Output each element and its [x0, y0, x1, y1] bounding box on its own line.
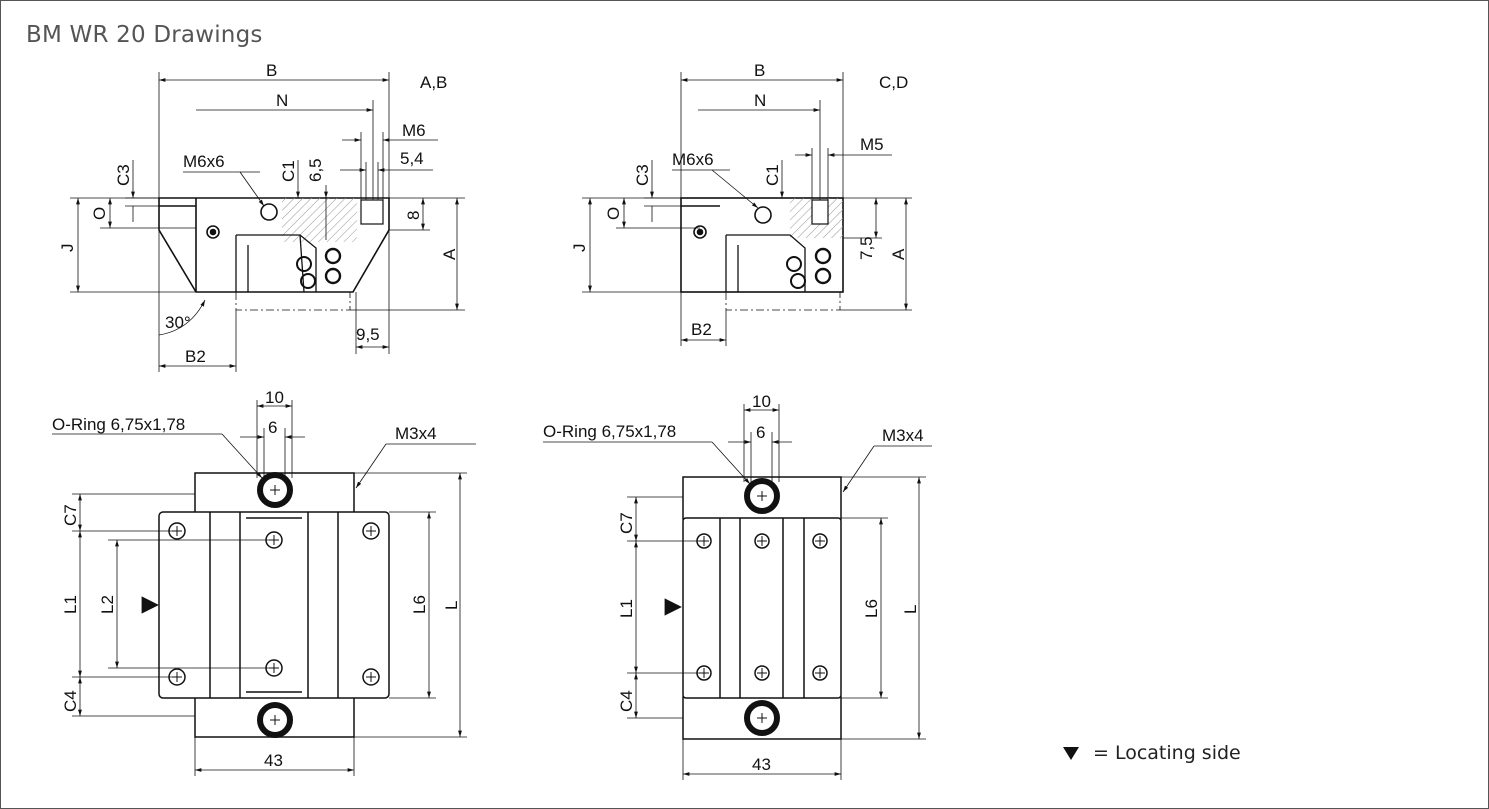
dim-label-43: 43 — [752, 755, 771, 774]
dim-label-c1: C1 — [763, 164, 782, 186]
dimensions-top-right — [582, 72, 912, 346]
dim-label-b2: B2 — [185, 347, 206, 366]
dim-label-c7: C7 — [617, 512, 636, 534]
thread-label-m6x6: M6x6 — [183, 152, 225, 171]
thread-label-m3x4: M3x4 — [882, 426, 924, 445]
dim-label-6: 6 — [756, 423, 765, 442]
dim-label-43: 43 — [264, 751, 283, 770]
view-top-left: B N A,B M6 5,4 M6x6 C1 6,5 C3 O J 8 A 30… — [58, 61, 465, 372]
dim-label-o: O — [90, 207, 109, 220]
variant-label: A,B — [420, 73, 447, 92]
view-bottom-right: 10 6 O-Ring 6,75x1,78 M3x4 C7 L1 C4 L6 L… — [543, 392, 932, 780]
dim-label-n: N — [276, 91, 288, 110]
carriage-plan-left — [158, 472, 390, 738]
dim-label-c3: C3 — [114, 164, 133, 186]
dim-label-10: 10 — [752, 392, 771, 411]
thread-label-m6x6: M6x6 — [672, 150, 714, 169]
dimensions-top-left — [70, 72, 465, 372]
dim-label-c4: C4 — [61, 690, 80, 712]
dim-label-8: 8 — [404, 211, 423, 220]
dim-label-a: A — [440, 248, 459, 260]
dim-label-a: A — [889, 248, 908, 260]
dim-label-m6: M6 — [402, 121, 426, 140]
dim-label-l: L — [442, 601, 461, 610]
dimensions-bottom-right — [543, 404, 932, 780]
labels-bottom-left: 10 6 O-Ring 6,75x1,78 M3x4 C7 L1 L2 C4 L… — [52, 388, 461, 770]
dim-label-l1: L1 — [617, 599, 636, 618]
dim-label-b: B — [266, 61, 277, 80]
dim-label-c7: C7 — [61, 504, 80, 526]
labels-top-right: B N C,D M5 M6x6 C1 C3 O J 7,5 A B2 — [570, 61, 908, 339]
dim-label-c1: C1 — [279, 160, 298, 182]
legend: = Locating side — [1063, 742, 1241, 764]
angle-label: 30° — [165, 313, 191, 332]
view-top-right: B N C,D M5 M6x6 C1 C3 O J 7,5 A B2 — [570, 61, 912, 346]
oring-label: O-Ring 6,75x1,78 — [543, 422, 676, 441]
labels-bottom-right: 10 6 O-Ring 6,75x1,78 M3x4 C7 L1 C4 L6 L… — [543, 392, 924, 774]
dim-label-c3: C3 — [633, 164, 652, 186]
dim-label-10: 10 — [265, 388, 284, 407]
labels-top-left: B N A,B M6 5,4 M6x6 C1 6,5 C3 O J 8 A 30… — [58, 61, 459, 366]
locating-side-marker — [141, 596, 159, 614]
carriage-profile-right — [680, 197, 844, 293]
page-title: BM WR 20 Drawings — [26, 22, 263, 48]
dim-label-5-4: 5,4 — [400, 149, 424, 168]
dim-label-o: O — [604, 207, 623, 220]
dim-label-b: B — [754, 61, 765, 80]
dim-label-6: 6 — [268, 418, 277, 437]
carriage-profile-left — [158, 197, 390, 293]
dim-label-7-5: 7,5 — [857, 236, 876, 260]
dimensions-bottom-left — [52, 400, 476, 776]
dim-label-9-5: 9,5 — [356, 325, 380, 344]
dim-label-n: N — [754, 91, 766, 110]
view-bottom-left: 10 6 O-Ring 6,75x1,78 M3x4 C7 L1 L2 C4 L… — [52, 388, 476, 776]
locating-side-marker — [664, 598, 682, 616]
thread-label-m3x4: M3x4 — [395, 424, 437, 443]
dim-label-l6: L6 — [862, 599, 881, 618]
dim-label-6-5: 6,5 — [306, 158, 325, 182]
dim-label-j: J — [58, 244, 77, 253]
legend-text: = Locating side — [1093, 742, 1241, 764]
dim-label-l2: L2 — [98, 595, 117, 614]
carriage-plan-right — [682, 476, 842, 740]
dim-label-l: L — [901, 605, 920, 614]
dim-label-c4: C4 — [617, 690, 636, 712]
dim-label-m5: M5 — [860, 135, 884, 154]
locating-side-icon — [1063, 747, 1079, 760]
dim-label-l1: L1 — [61, 595, 80, 614]
variant-label: C,D — [879, 73, 908, 92]
dim-label-b2: B2 — [691, 320, 712, 339]
dim-label-l6: L6 — [410, 595, 429, 614]
dim-label-j: J — [570, 244, 589, 253]
oring-label: O-Ring 6,75x1,78 — [52, 415, 185, 434]
